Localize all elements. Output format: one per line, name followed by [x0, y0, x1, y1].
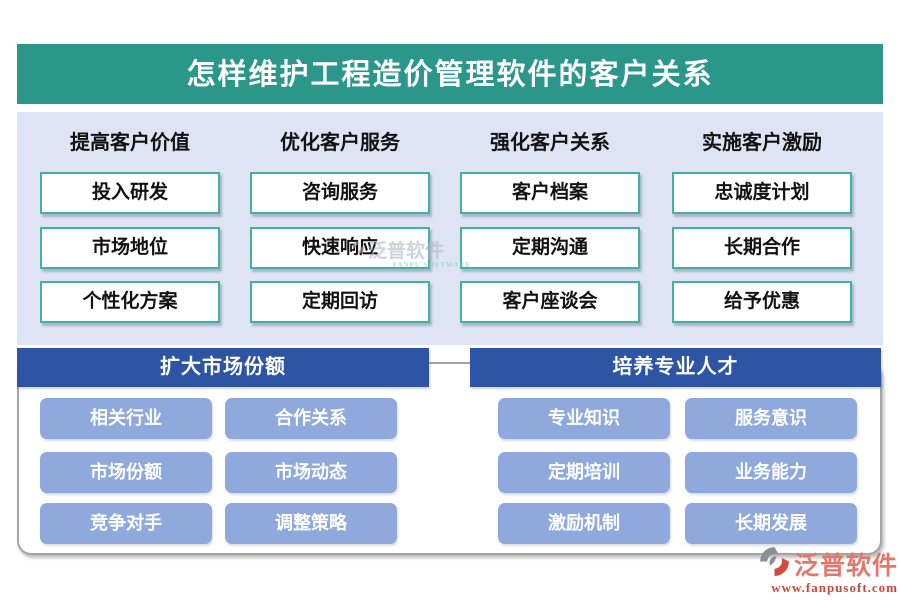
strategy-button: 竞争对手 — [40, 503, 212, 544]
category-item: 快速响应 — [250, 227, 430, 269]
category-header-customer-value: 提高客户价值 — [70, 132, 190, 154]
category-item: 市场地位 — [40, 227, 220, 269]
strategy-button: 定期培训 — [498, 452, 670, 493]
category-item: 投入研发 — [40, 172, 220, 214]
fanpu-swirl-icon — [351, 240, 366, 260]
strategy-button: 服务意识 — [685, 398, 857, 439]
category-item: 咨询服务 — [250, 172, 430, 214]
category-item: 长期合作 — [672, 227, 852, 269]
category-item: 客户档案 — [460, 172, 640, 214]
strategy-button: 市场动态 — [225, 452, 397, 493]
strategy-button: 市场份额 — [40, 452, 212, 493]
strategy-button: 长期发展 — [685, 503, 857, 544]
category-header-customer-service: 优化客户服务 — [280, 132, 400, 154]
strategy-button: 调整策略 — [225, 503, 397, 544]
category-item: 定期沟通 — [460, 227, 640, 269]
category-item: 忠诚度计划 — [672, 172, 852, 214]
strategy-button: 合作关系 — [225, 398, 397, 439]
category-header-customer-incentive: 实施客户激励 — [702, 132, 822, 154]
page-title: 怎样维护工程造价管理软件的客户关系 — [17, 44, 883, 104]
group-header-talent: 培养专业人才 — [470, 348, 881, 387]
group-header-market-share: 扩大市场份额 — [17, 348, 429, 387]
strategy-button: 激励机制 — [498, 503, 670, 544]
watermark-text: 泛普软件 — [368, 241, 445, 262]
logo-url: www.fanpusoft.com — [771, 580, 899, 595]
strategy-button: 业务能力 — [685, 452, 857, 493]
logo-text: 泛普软件 — [794, 553, 899, 580]
category-item: 定期回访 — [250, 281, 430, 323]
watermark-subtext: FANPU SOFTWARE — [392, 261, 471, 269]
strategy-button: 专业知识 — [498, 398, 670, 439]
category-item: 给予优惠 — [672, 281, 852, 323]
category-item: 个性化方案 — [40, 281, 220, 323]
category-header-customer-relation: 强化客户关系 — [490, 132, 610, 154]
fanpu-logo: 泛普软件 www.fanpusoft.com — [758, 545, 898, 596]
watermark: 泛普软件 FANPU SOFTWARE — [351, 236, 471, 269]
category-item: 客户座谈会 — [460, 281, 640, 323]
fanpu-swirl-icon — [758, 545, 791, 583]
strategy-button: 相关行业 — [40, 398, 212, 439]
